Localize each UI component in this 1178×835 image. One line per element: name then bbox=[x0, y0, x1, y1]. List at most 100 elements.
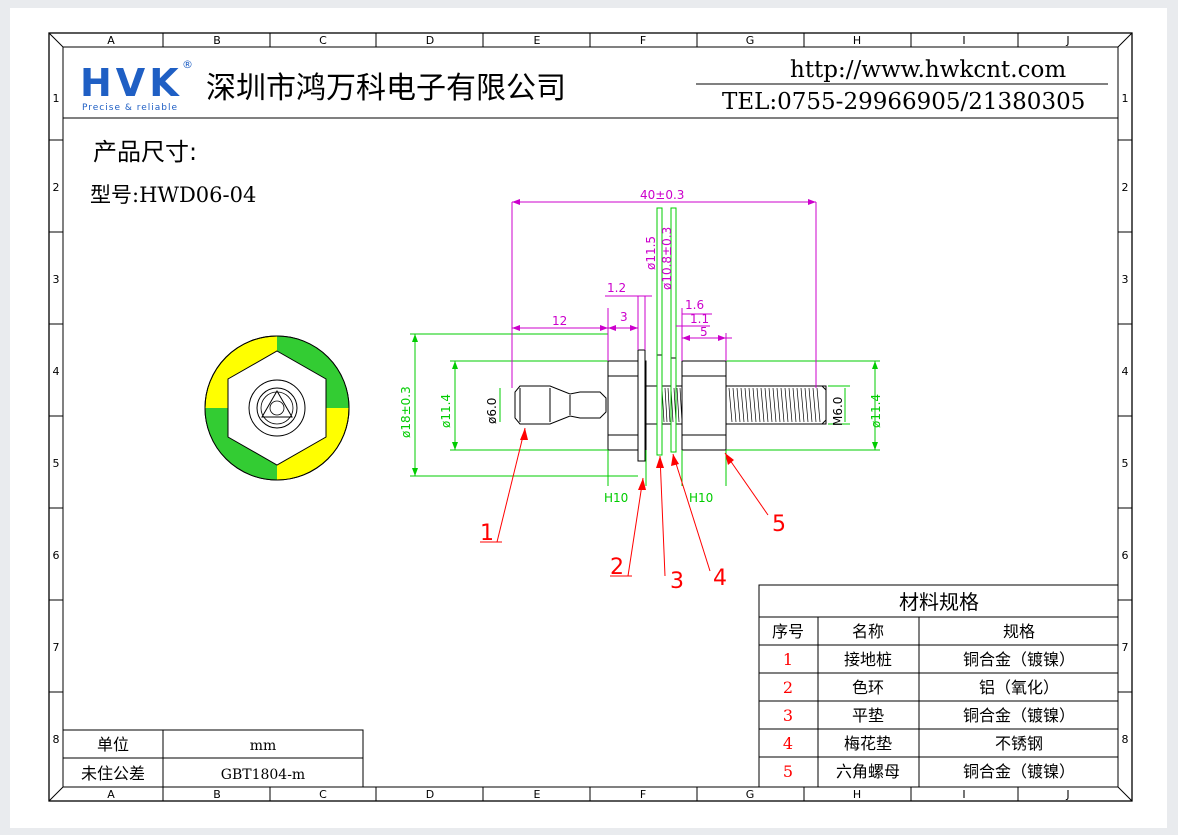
materials-row-spec: 铜合金（镀镍） bbox=[963, 650, 1075, 669]
col-label: J bbox=[1065, 788, 1069, 801]
col-label: E bbox=[534, 788, 541, 801]
unit-value: mm bbox=[250, 738, 277, 754]
materials-row-no: 4 bbox=[783, 734, 793, 753]
thread-line bbox=[772, 387, 777, 423]
logo-registered: ® bbox=[182, 58, 193, 71]
thread-line bbox=[676, 387, 680, 423]
dim-1-1: 1.1 bbox=[690, 312, 709, 326]
thread-line bbox=[667, 387, 671, 423]
product-model: 型号:HWD06-04 bbox=[90, 183, 256, 207]
callout-5: 5 bbox=[772, 512, 786, 537]
side-view bbox=[514, 349, 827, 462]
materials-row-name: 梅花垫 bbox=[844, 734, 892, 753]
col-label: F bbox=[640, 788, 646, 801]
thread-line bbox=[800, 387, 805, 423]
materials-row-no: 3 bbox=[783, 706, 793, 725]
callout-labels: 1 2 3 4 5 bbox=[480, 512, 786, 594]
col-label: B bbox=[213, 34, 221, 47]
units-table bbox=[62, 729, 364, 788]
magenta-dim-texts: 40±0.3 ø11.5 ø10.8±0.3 1.2 3 12 1.6 1.1 … bbox=[552, 188, 709, 339]
materials-row-name: 接地桩 bbox=[844, 650, 892, 669]
dim-washer-dia: ø11.5 bbox=[644, 236, 658, 270]
thread-line bbox=[748, 387, 753, 423]
thread-line bbox=[784, 387, 789, 423]
thread-line bbox=[780, 387, 785, 423]
col-label: C bbox=[319, 34, 327, 47]
thread-line bbox=[760, 387, 765, 423]
row-label: 4 bbox=[53, 365, 60, 378]
col-label: B bbox=[213, 788, 221, 801]
row-label: 8 bbox=[53, 733, 60, 746]
materials-row-spec: 铜合金（镀镍） bbox=[963, 762, 1075, 781]
col-label: D bbox=[426, 788, 434, 801]
row-label: 6 bbox=[1122, 549, 1129, 562]
black-dim-texts: ø6.0 M6.0 bbox=[485, 397, 845, 426]
row-label: 6 bbox=[53, 549, 60, 562]
magenta-dimensions bbox=[511, 201, 817, 388]
thread-line bbox=[808, 387, 813, 423]
materials-title: 材料规格 bbox=[899, 590, 979, 614]
thread-line bbox=[664, 387, 668, 423]
units-table-text: 单位 mm 未住公差 GBT1804-m bbox=[81, 735, 305, 783]
materials-row-spec: 铜合金（镀镍） bbox=[963, 706, 1075, 725]
thread-line bbox=[679, 387, 683, 423]
thread-line bbox=[796, 387, 801, 423]
green-dim-texts: ø18±0.3 ø11.4 ø11.4 H10 H10 bbox=[399, 386, 883, 505]
col-label: E bbox=[534, 34, 541, 47]
materials-table bbox=[758, 584, 1119, 788]
col-label: D bbox=[426, 34, 434, 47]
callout-2: 2 bbox=[610, 555, 624, 580]
dim-1-2: 1.2 bbox=[607, 281, 626, 295]
dim-star-washer-dia: ø10.8±0.3 bbox=[660, 227, 674, 290]
dim-pin-dia: ø6.0 bbox=[485, 398, 499, 424]
materials-row-name: 六角螺母 bbox=[836, 762, 900, 781]
materials-row-spec: 不锈钢 bbox=[995, 734, 1043, 753]
col-label: A bbox=[107, 788, 115, 801]
dim-nut-dia-right: ø11.4 bbox=[869, 394, 883, 428]
row-label: 2 bbox=[53, 181, 60, 194]
callout-1: 1 bbox=[480, 521, 494, 546]
col-label: G bbox=[746, 788, 755, 801]
materials-header-name: 名称 bbox=[852, 622, 884, 641]
company-url: http://www.hwkcnt.com bbox=[790, 57, 1066, 83]
nut-left-label: H10 bbox=[604, 491, 628, 505]
thread-line bbox=[816, 387, 821, 423]
callout-4: 4 bbox=[713, 566, 727, 591]
company-phone: TEL:0755-29966905/21380305 bbox=[722, 89, 1085, 115]
thread-line bbox=[764, 387, 769, 423]
dim-ring-dia: ø18±0.3 bbox=[399, 386, 413, 438]
logo-tagline: Precise & reliable bbox=[82, 103, 178, 113]
row-label: 7 bbox=[1122, 641, 1129, 654]
callout-arrows bbox=[520, 428, 734, 490]
col-label: H bbox=[853, 34, 861, 47]
thread-line bbox=[768, 387, 773, 423]
materials-row-name: 色环 bbox=[852, 678, 884, 697]
row-label: 2 bbox=[1122, 181, 1129, 194]
thread-line bbox=[732, 387, 737, 423]
nut-right-label: H10 bbox=[689, 491, 713, 505]
drawing-sheet: A B C D E F G H I J A B C D E F G H I J … bbox=[10, 8, 1167, 828]
thread-line bbox=[792, 387, 797, 423]
materials-row-no: 5 bbox=[783, 762, 793, 781]
tolerance-value: GBT1804-m bbox=[221, 767, 305, 783]
col-label: I bbox=[962, 34, 965, 47]
row-label: 5 bbox=[1122, 457, 1129, 470]
row-label: 7 bbox=[53, 641, 60, 654]
thread-line bbox=[776, 387, 781, 423]
dim-thread: M6.0 bbox=[831, 397, 845, 426]
row-label: 4 bbox=[1122, 365, 1129, 378]
dimension-arrows bbox=[412, 334, 878, 476]
dim-5: 5 bbox=[700, 325, 708, 339]
materials-row-name: 平垫 bbox=[852, 706, 884, 725]
row-label: 3 bbox=[53, 273, 60, 286]
dim-12: 12 bbox=[552, 314, 567, 328]
col-label: I bbox=[962, 788, 965, 801]
row-ticks bbox=[49, 139, 1132, 693]
row-label: 8 bbox=[1122, 733, 1129, 746]
dim-3: 3 bbox=[620, 310, 628, 324]
materials-row-no: 1 bbox=[783, 650, 793, 669]
unit-label: 单位 bbox=[97, 735, 129, 754]
row-labels: 1 2 3 4 5 6 7 8 1 2 3 4 5 6 7 8 bbox=[53, 92, 1129, 746]
materials-row-no: 2 bbox=[783, 678, 793, 697]
col-label: J bbox=[1065, 34, 1069, 47]
